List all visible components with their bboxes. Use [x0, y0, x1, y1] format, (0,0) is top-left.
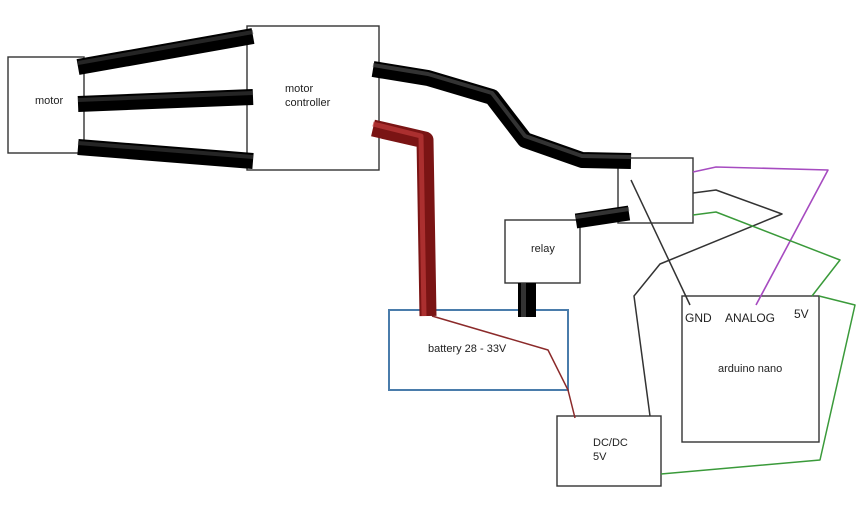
dcdc-label-1: DC/DC	[593, 437, 628, 449]
pin-analog-label: ANALOG	[725, 311, 775, 325]
dcdc-box	[556, 415, 662, 487]
relay-battery-cable	[518, 283, 536, 317]
battery-label: battery 28 - 33V	[428, 343, 507, 355]
sensor-ground-wire	[633, 189, 783, 417]
motor-box	[7, 56, 85, 154]
motor-phase-cables	[76, 28, 255, 169]
arduino-nano-label: arduino nano	[718, 363, 782, 375]
arduino-nano-box	[681, 295, 820, 443]
pin-gnd-label: GND	[685, 311, 712, 325]
motor-label: motor	[35, 95, 63, 107]
pin-5v-label: 5V	[794, 307, 809, 321]
dcdc-label-2: 5V	[593, 451, 607, 463]
motor-controller-box	[246, 25, 380, 171]
relay-label: relay	[531, 243, 555, 255]
analog-signal-wire	[692, 166, 829, 306]
relay-sensor-cable	[574, 205, 631, 229]
motor-controller-label-2: controller	[285, 97, 331, 109]
battery-box	[388, 309, 569, 391]
motor-controller-label-1: motor	[285, 83, 313, 95]
five-volt-wire	[692, 211, 841, 297]
arduino-ground-wire	[630, 179, 691, 306]
relay-box	[504, 219, 581, 284]
battery-dcdc-wire	[431, 315, 576, 419]
controller-output-cable	[371, 61, 632, 169]
battery-power-cable	[371, 119, 437, 317]
dcdc-five-volt-wire	[660, 295, 856, 475]
